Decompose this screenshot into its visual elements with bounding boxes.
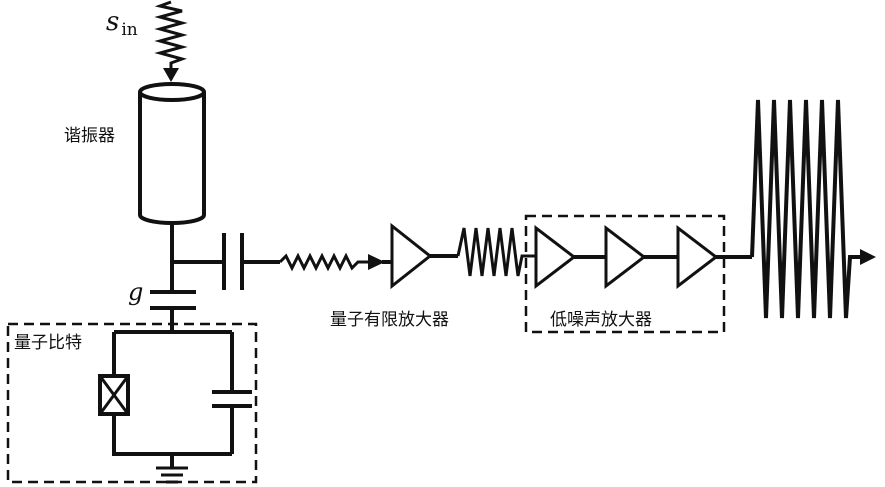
resonator bbox=[138, 82, 206, 225]
weak-signal-wave bbox=[278, 252, 370, 272]
output-signal-wave bbox=[750, 99, 862, 319]
amplified-signal-wave bbox=[456, 227, 536, 277]
qubit-coupling-capacitor bbox=[150, 290, 196, 310]
josephson-junction-icon bbox=[98, 374, 130, 416]
ground-icon bbox=[156, 466, 188, 484]
qubit-box bbox=[6, 322, 258, 484]
low-noise-amplifier-2 bbox=[604, 224, 647, 290]
quantum-limited-amp-label: 量子有限放大器 bbox=[330, 310, 449, 330]
coupling-label: g bbox=[128, 278, 143, 306]
shunt-capacitor bbox=[212, 390, 252, 408]
qubit-label: 量子比特 bbox=[14, 333, 82, 353]
low-noise-amp-label: 低噪声放大器 bbox=[550, 310, 652, 330]
low-noise-amplifier-1 bbox=[534, 224, 577, 290]
quantum-limited-amplifier bbox=[390, 222, 433, 290]
low-noise-amplifier-chain bbox=[534, 224, 719, 290]
low-noise-amplifier-3 bbox=[676, 224, 719, 290]
output-coupling-capacitor bbox=[222, 233, 244, 290]
signal-arrow-icon bbox=[368, 254, 385, 270]
input-arrow-icon bbox=[163, 68, 179, 82]
low-noise-amp-box bbox=[524, 214, 726, 334]
resonator-label: 谐振器 bbox=[64, 126, 115, 146]
input-signal-wave bbox=[154, 0, 188, 70]
output-arrow-icon bbox=[860, 249, 876, 265]
